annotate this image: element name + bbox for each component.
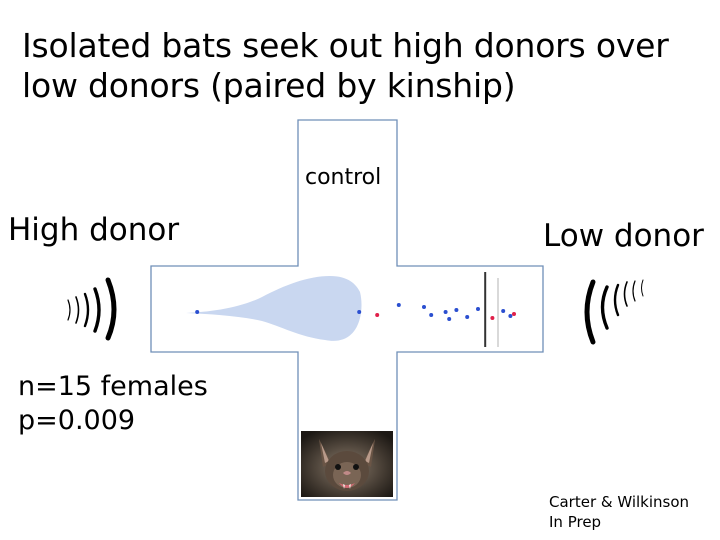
sound-waves-right-icon: [67, 277, 117, 341]
p-value: p=0.009: [18, 405, 136, 436]
data-point: [375, 313, 380, 317]
sample-size: n=15 females: [18, 371, 208, 402]
data-point: [443, 310, 448, 314]
data-point: [490, 316, 495, 320]
sample-stats: n=15 females p=0.009: [18, 370, 208, 438]
high-donor-label: High donor: [8, 212, 180, 248]
citation-status: In Prep: [549, 513, 602, 531]
title-line-2: low donors (paired by kinship): [22, 66, 516, 105]
data-point: [454, 308, 459, 312]
slide-title: Isolated bats seek out high donors over …: [22, 26, 712, 106]
data-point: [476, 307, 480, 311]
low-donor-label: Low donor: [543, 218, 704, 254]
data-point: [396, 303, 401, 307]
citation-authors: Carter & Wilkinson: [549, 493, 690, 511]
data-points: [195, 303, 516, 321]
data-point: [512, 312, 516, 316]
data-point: [429, 313, 434, 317]
data-point: [465, 315, 470, 319]
data-point: [422, 305, 426, 309]
sound-waves-left-icon: [584, 279, 644, 345]
data-point: [195, 310, 200, 314]
vampire-bat-photo: [301, 431, 393, 497]
data-point: [501, 309, 506, 313]
title-line-1: Isolated bats seek out high donors over: [22, 26, 669, 65]
citation: Carter & Wilkinson In Prep: [549, 492, 689, 532]
control-arm-label: control: [305, 165, 382, 190]
data-point: [508, 314, 513, 318]
violin-shape: [186, 276, 362, 341]
data-point: [447, 317, 452, 321]
data-point: [357, 310, 362, 314]
